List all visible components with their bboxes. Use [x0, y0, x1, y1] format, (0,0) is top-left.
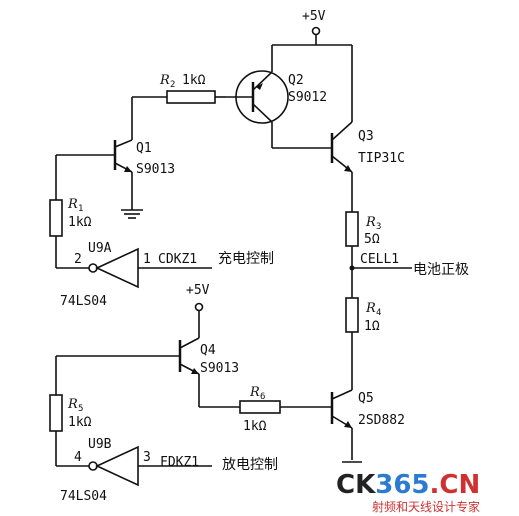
r2-ref: R — [159, 73, 170, 88]
resistor-r5: R 5 1kΩ — [49, 356, 92, 466]
node-cell1: CELL1 电池正极 — [349, 252, 469, 278]
transistor-q2: Q2 S9012 — [226, 70, 332, 149]
transistor-q3: Q3 TIP31C — [330, 121, 405, 212]
q1-part: S9013 — [136, 162, 175, 177]
transistor-q4: Q4 S9013 — [56, 337, 239, 407]
q5-part: 2SD882 — [358, 413, 405, 428]
supply-top-label: +5V — [302, 9, 326, 24]
supply-top-terminal — [311, 26, 321, 36]
q3-part: TIP31C — [358, 151, 405, 166]
transistor-q1: Q1 S9013 — [56, 97, 175, 219]
q1-ref: Q1 — [136, 141, 152, 156]
r5-value: 1kΩ — [68, 415, 92, 430]
resistor-r4: R 4 1Ω — [345, 297, 381, 390]
q3-ref: Q3 — [358, 129, 374, 144]
resistor-r3: R 3 5Ω — [345, 211, 381, 298]
r1-sub: 1 — [78, 204, 83, 214]
net-cell1-desc: 电池正极 — [413, 262, 469, 278]
r1-ref: R — [67, 197, 78, 212]
r3-value: 5Ω — [364, 232, 380, 247]
u9a-pin-in: 1 — [143, 252, 151, 267]
watermark: CK365.CN 射频和天线设计专家 — [336, 470, 480, 514]
gate-u9b: U9B 4 3 74LS04 FDKZ1 放电控制 — [56, 437, 278, 504]
r2-value: 1kΩ — [182, 73, 206, 88]
u9b-pin-in: 3 — [143, 450, 151, 465]
u9b-pin-out: 4 — [74, 450, 82, 465]
supply-mid-label: +5V — [186, 283, 210, 298]
watermark-logo: CK365.CN — [336, 470, 480, 500]
r6-sub: 6 — [260, 392, 265, 402]
r4-value: 1Ω — [364, 319, 380, 334]
r3-sub: 3 — [376, 222, 381, 232]
supply-mid: +5V — [186, 283, 210, 338]
u9a-pin-out: 2 — [74, 252, 82, 267]
supply-top: +5V — [271, 9, 353, 122]
u9a-ref: U9A — [88, 241, 112, 256]
resistor-r6: R 6 1kΩ — [199, 385, 332, 434]
r4-ref: R — [365, 301, 376, 316]
net-fdkz1: FDKZ1 — [160, 455, 199, 470]
r3-ref: R — [365, 215, 376, 230]
resistor-r1: R 1 1kΩ — [49, 155, 92, 268]
r6-value: 1kΩ — [243, 419, 267, 434]
q4-part: S9013 — [200, 361, 239, 376]
watermark-subtitle: 射频和天线设计专家 — [372, 499, 480, 514]
r2-sub: 2 — [170, 80, 175, 90]
r5-sub: 5 — [78, 404, 83, 414]
resistor-r2: R 2 1kΩ — [132, 73, 226, 104]
gate-u9a: U9A 2 1 74LS04 CDKZ1 充电控制 — [56, 241, 274, 309]
q4-ref: Q4 — [200, 343, 216, 358]
net-cdkz1-desc: 充电控制 — [218, 251, 274, 267]
u9a-part: 74LS04 — [60, 294, 107, 309]
r1-value: 1kΩ — [68, 215, 92, 230]
net-cdkz1: CDKZ1 — [158, 252, 197, 267]
net-cell1: CELL1 — [360, 252, 399, 267]
r5-ref: R — [67, 397, 78, 412]
q2-part: S9012 — [288, 90, 327, 105]
u9b-ref: U9B — [88, 437, 112, 452]
transistor-q5: Q5 2SD882 — [330, 389, 405, 463]
r6-ref: R — [249, 385, 260, 400]
net-fdkz1-desc: 放电控制 — [222, 457, 278, 473]
q2-ref: Q2 — [288, 73, 304, 88]
r4-sub: 4 — [376, 308, 381, 318]
q5-ref: Q5 — [358, 391, 374, 406]
u9b-part: 74LS04 — [60, 489, 107, 504]
